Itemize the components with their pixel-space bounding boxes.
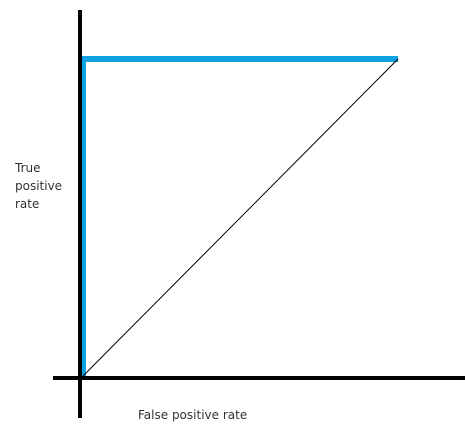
y-axis-label-line: rate	[15, 197, 39, 211]
random-classifier-diagonal-line	[82, 58, 399, 377]
series-layer	[80, 56, 399, 377]
y-axis-label: True positive rate	[14, 161, 62, 211]
y-axis-label-line: True	[14, 161, 41, 175]
y-axis-label-line: positive	[15, 179, 62, 193]
ideal-roc-curve-line	[80, 56, 398, 376]
x-axis-label: False positive rate	[138, 408, 247, 422]
